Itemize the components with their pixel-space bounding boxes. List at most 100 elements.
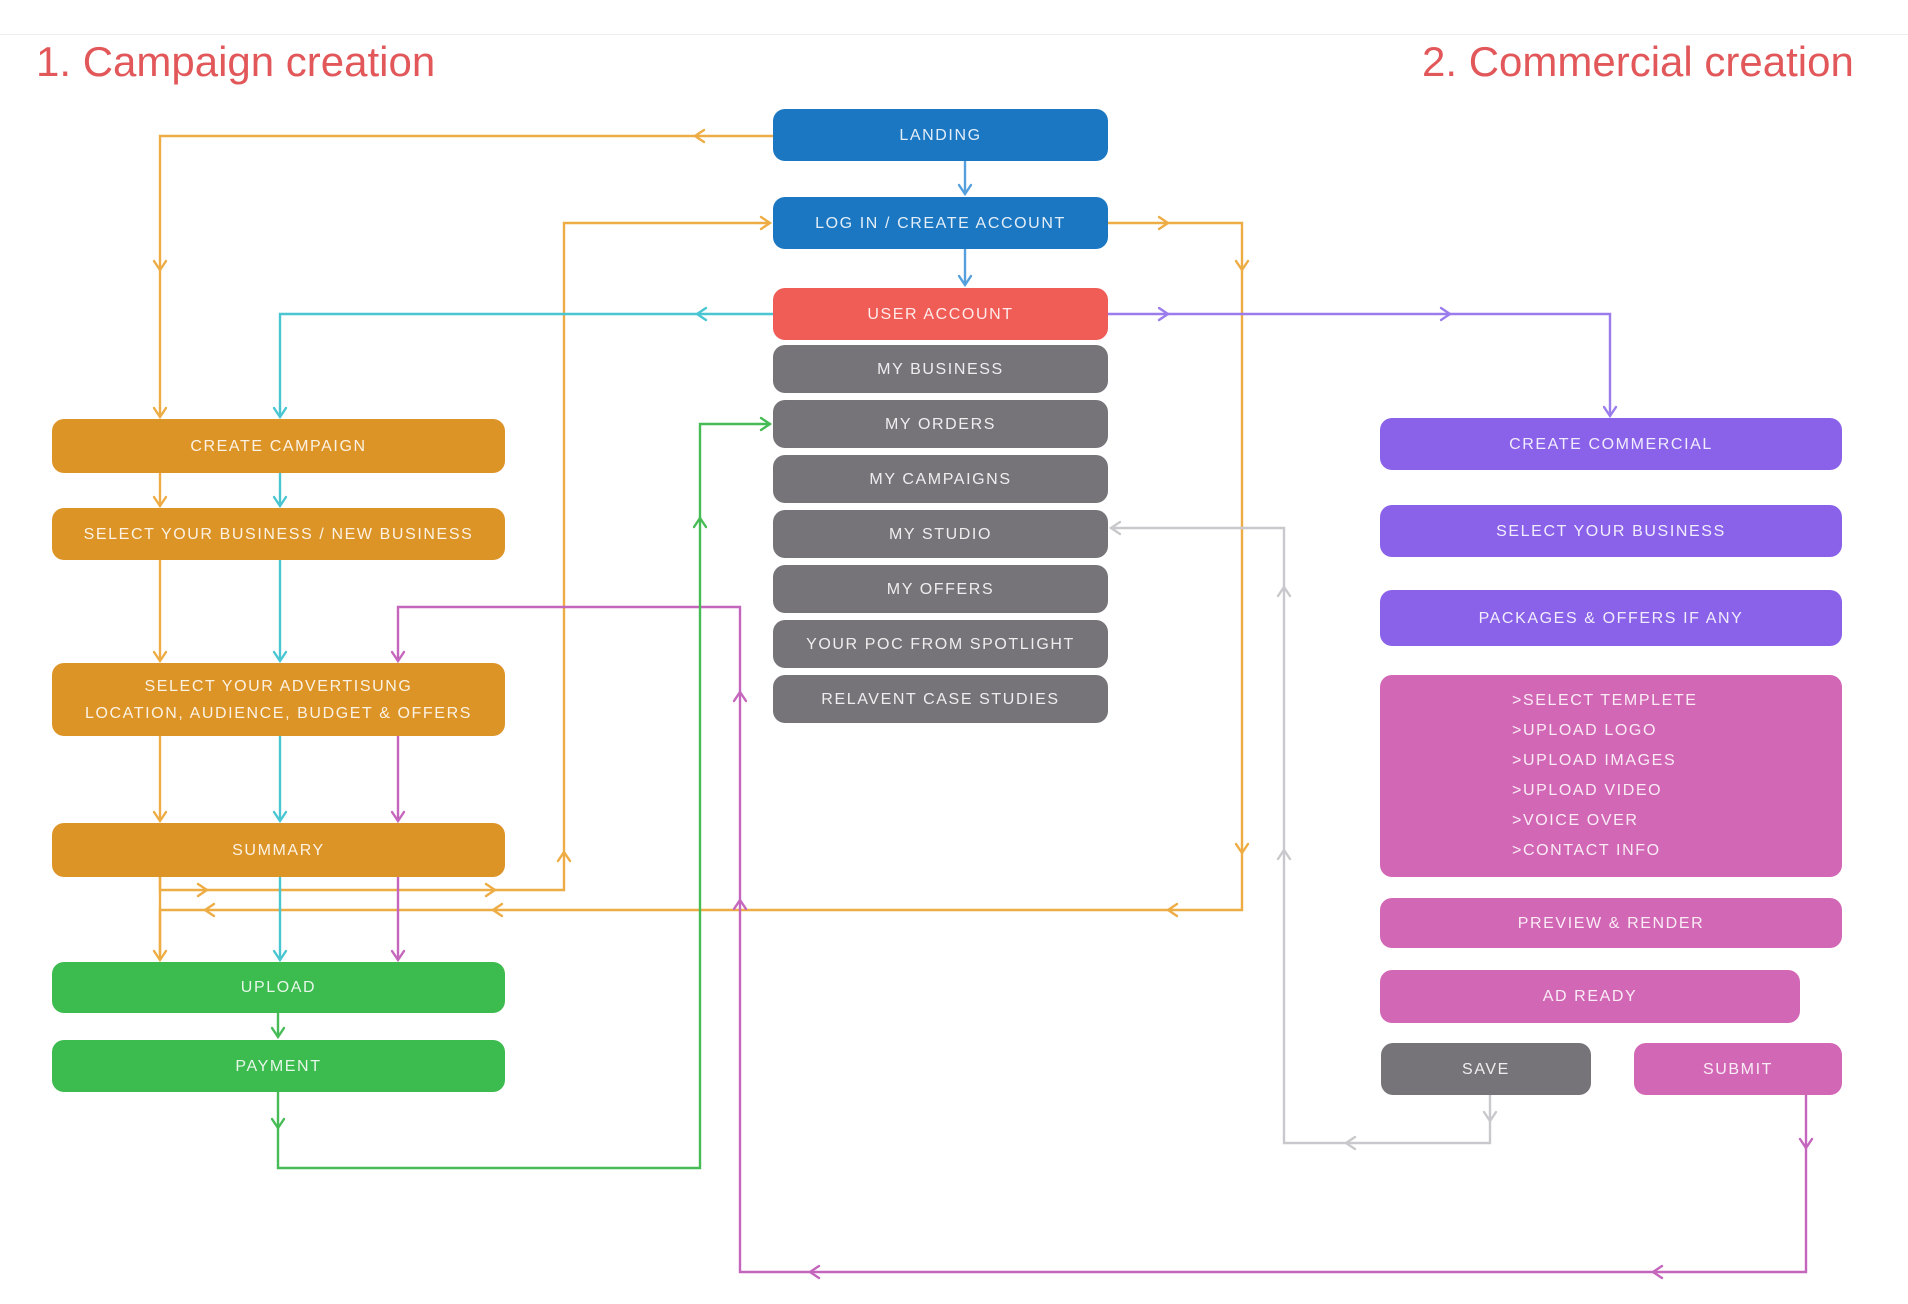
arrowhead	[1602, 405, 1618, 419]
edge-summary-down-cyan	[272, 877, 288, 963]
node-label: CREATE CAMPAIGN	[190, 437, 367, 455]
arrowhead	[957, 183, 973, 197]
arrowhead	[692, 128, 706, 144]
node-payment: PAYMENT	[52, 1040, 505, 1092]
node-commercial-builder: >SELECT TEMPLETE >UPLOAD LOGO >UPLOAD IMAG…	[1380, 675, 1842, 877]
edge-upload-to-payment	[270, 1013, 286, 1040]
node-label: PACKAGES & OFFERS IF ANY	[1478, 609, 1744, 627]
node-label: MY STUDIO	[888, 525, 992, 543]
node-label: SUMMARY	[232, 841, 325, 859]
node-label: LOCATION, AUDIENCE, BUDGET & OFFERS	[84, 704, 472, 722]
edge-advertising-down-magenta	[390, 736, 406, 824]
node-summary: SUMMARY	[52, 823, 505, 877]
arrowhead	[1439, 306, 1453, 322]
arrowhead	[390, 650, 406, 664]
arrowhead	[1650, 1264, 1664, 1280]
node-create-campaign: CREATE CAMPAIGN	[52, 419, 505, 473]
node-select-your-business: SELECT YOUR BUSINESS / NEW BUSINESS	[52, 508, 505, 560]
node-packages-offers-if-any: PACKAGES & OFFERS IF ANY	[1380, 590, 1842, 646]
node-label: MY ORDERS	[884, 415, 996, 433]
node-label: USER ACCOUNT	[867, 305, 1014, 323]
node-label: SELECT YOUR BUSINESS / NEW BUSINESS	[83, 525, 474, 543]
node-label: YOUR POC FROM SPOTLIGHT	[806, 635, 1075, 653]
edge-summary-to-login	[158, 215, 773, 898]
arrowhead	[759, 416, 773, 432]
node-label: PREVIEW & RENDER	[1517, 914, 1705, 932]
node-label: >CONTACT INFO	[1512, 842, 1661, 859]
edge-create-campaign-down-orange	[152, 473, 168, 509]
arrowhead	[270, 1117, 286, 1131]
arrowhead	[202, 902, 216, 918]
node-preview-render: PREVIEW & RENDER	[1380, 898, 1842, 948]
arrowhead	[1234, 259, 1250, 273]
arrowhead	[732, 689, 748, 703]
node-my-orders: MY ORDERS	[773, 400, 1108, 448]
node-label: >SELECT TEMPLETE	[1512, 692, 1698, 709]
arrowhead	[272, 495, 288, 509]
edge-summary-down-magenta	[390, 877, 406, 963]
node-label: >UPLOAD LOGO	[1512, 722, 1658, 739]
node-save: SAVE	[1381, 1043, 1591, 1095]
arrowhead	[152, 810, 168, 824]
arrowhead	[1157, 306, 1171, 322]
arrowhead	[152, 406, 168, 420]
node-relavent-case-studies: RELAVENT CASE STUDIES	[773, 675, 1108, 723]
node-label: LOG IN / CREATE ACCOUNT	[815, 214, 1066, 232]
arrowhead	[694, 306, 708, 322]
edge-payment-to-my-orders	[270, 416, 773, 1170]
node-user-account: USER ACCOUNT	[773, 288, 1108, 340]
node-upload: UPLOAD	[52, 962, 505, 1013]
arrowhead	[1276, 847, 1292, 861]
node-label: SAVE	[1462, 1060, 1510, 1078]
node-select-your-business-2: SELECT YOUR BUSINESS	[1380, 505, 1842, 557]
top-divider	[0, 34, 1908, 35]
node-label: >UPLOAD IMAGES	[1512, 752, 1677, 769]
arrowhead	[732, 897, 748, 911]
arrowhead	[1482, 1110, 1498, 1124]
edge-submit-to-advertising	[390, 605, 1814, 1280]
edge-landing-to-login	[957, 161, 973, 197]
arrowhead	[556, 849, 572, 863]
arrowhead	[272, 949, 288, 963]
node-my-campaigns: MY CAMPAIGNS	[773, 455, 1108, 503]
arrowhead	[390, 810, 406, 824]
arrowhead	[1234, 842, 1250, 856]
node-create-commercial: CREATE COMMERCIAL	[1380, 418, 1842, 470]
node-label: MY BUSINESS	[877, 360, 1004, 378]
edge-advertising-down-cyan	[272, 736, 288, 824]
edge-user-account-to-create-commercial	[1108, 306, 1618, 419]
node-label: UPLOAD	[240, 979, 317, 996]
arrowhead	[272, 650, 288, 664]
node-label: RELAVENT CASE STUDIES	[821, 690, 1060, 708]
node-label: AD READY	[1542, 988, 1638, 1005]
arrowhead	[1108, 520, 1122, 536]
arrowhead	[759, 215, 773, 231]
node-select-your-advertising: SELECT YOUR ADVERTISUNG LOCATION, AUDIENC…	[52, 663, 505, 736]
arrowhead	[1798, 1137, 1814, 1151]
node-my-business: MY BUSINESS	[773, 345, 1108, 393]
edge-advertising-down-orange	[152, 736, 168, 824]
arrowhead	[152, 495, 168, 509]
node-label: SELECT YOUR BUSINESS	[1496, 522, 1726, 540]
node-label: LANDING	[899, 126, 982, 144]
node-submit: SUBMIT	[1634, 1043, 1842, 1095]
node-label: MY OFFERS	[886, 580, 995, 598]
arrowhead	[152, 949, 168, 963]
arrowhead	[152, 650, 168, 664]
arrowhead	[484, 882, 498, 898]
node-label: PAYMENT	[235, 1057, 322, 1075]
edge-landing-to-create-campaign	[152, 128, 773, 420]
arrowhead	[272, 406, 288, 420]
arrowhead	[196, 882, 210, 898]
node-label: SELECT YOUR ADVERTISUNG	[144, 677, 413, 695]
section-title-commercial-creation: 2. Commercial creation	[1422, 38, 1854, 85]
node-my-studio: MY STUDIO	[773, 510, 1108, 558]
node-landing: LANDING	[773, 109, 1108, 161]
edge-save-to-my-studio	[1108, 520, 1498, 1151]
arrowhead	[692, 515, 708, 529]
edge-user-account-to-create-campaign	[272, 306, 773, 420]
arrowhead	[957, 274, 973, 288]
edge-create-campaign-down-cyan	[272, 473, 288, 509]
